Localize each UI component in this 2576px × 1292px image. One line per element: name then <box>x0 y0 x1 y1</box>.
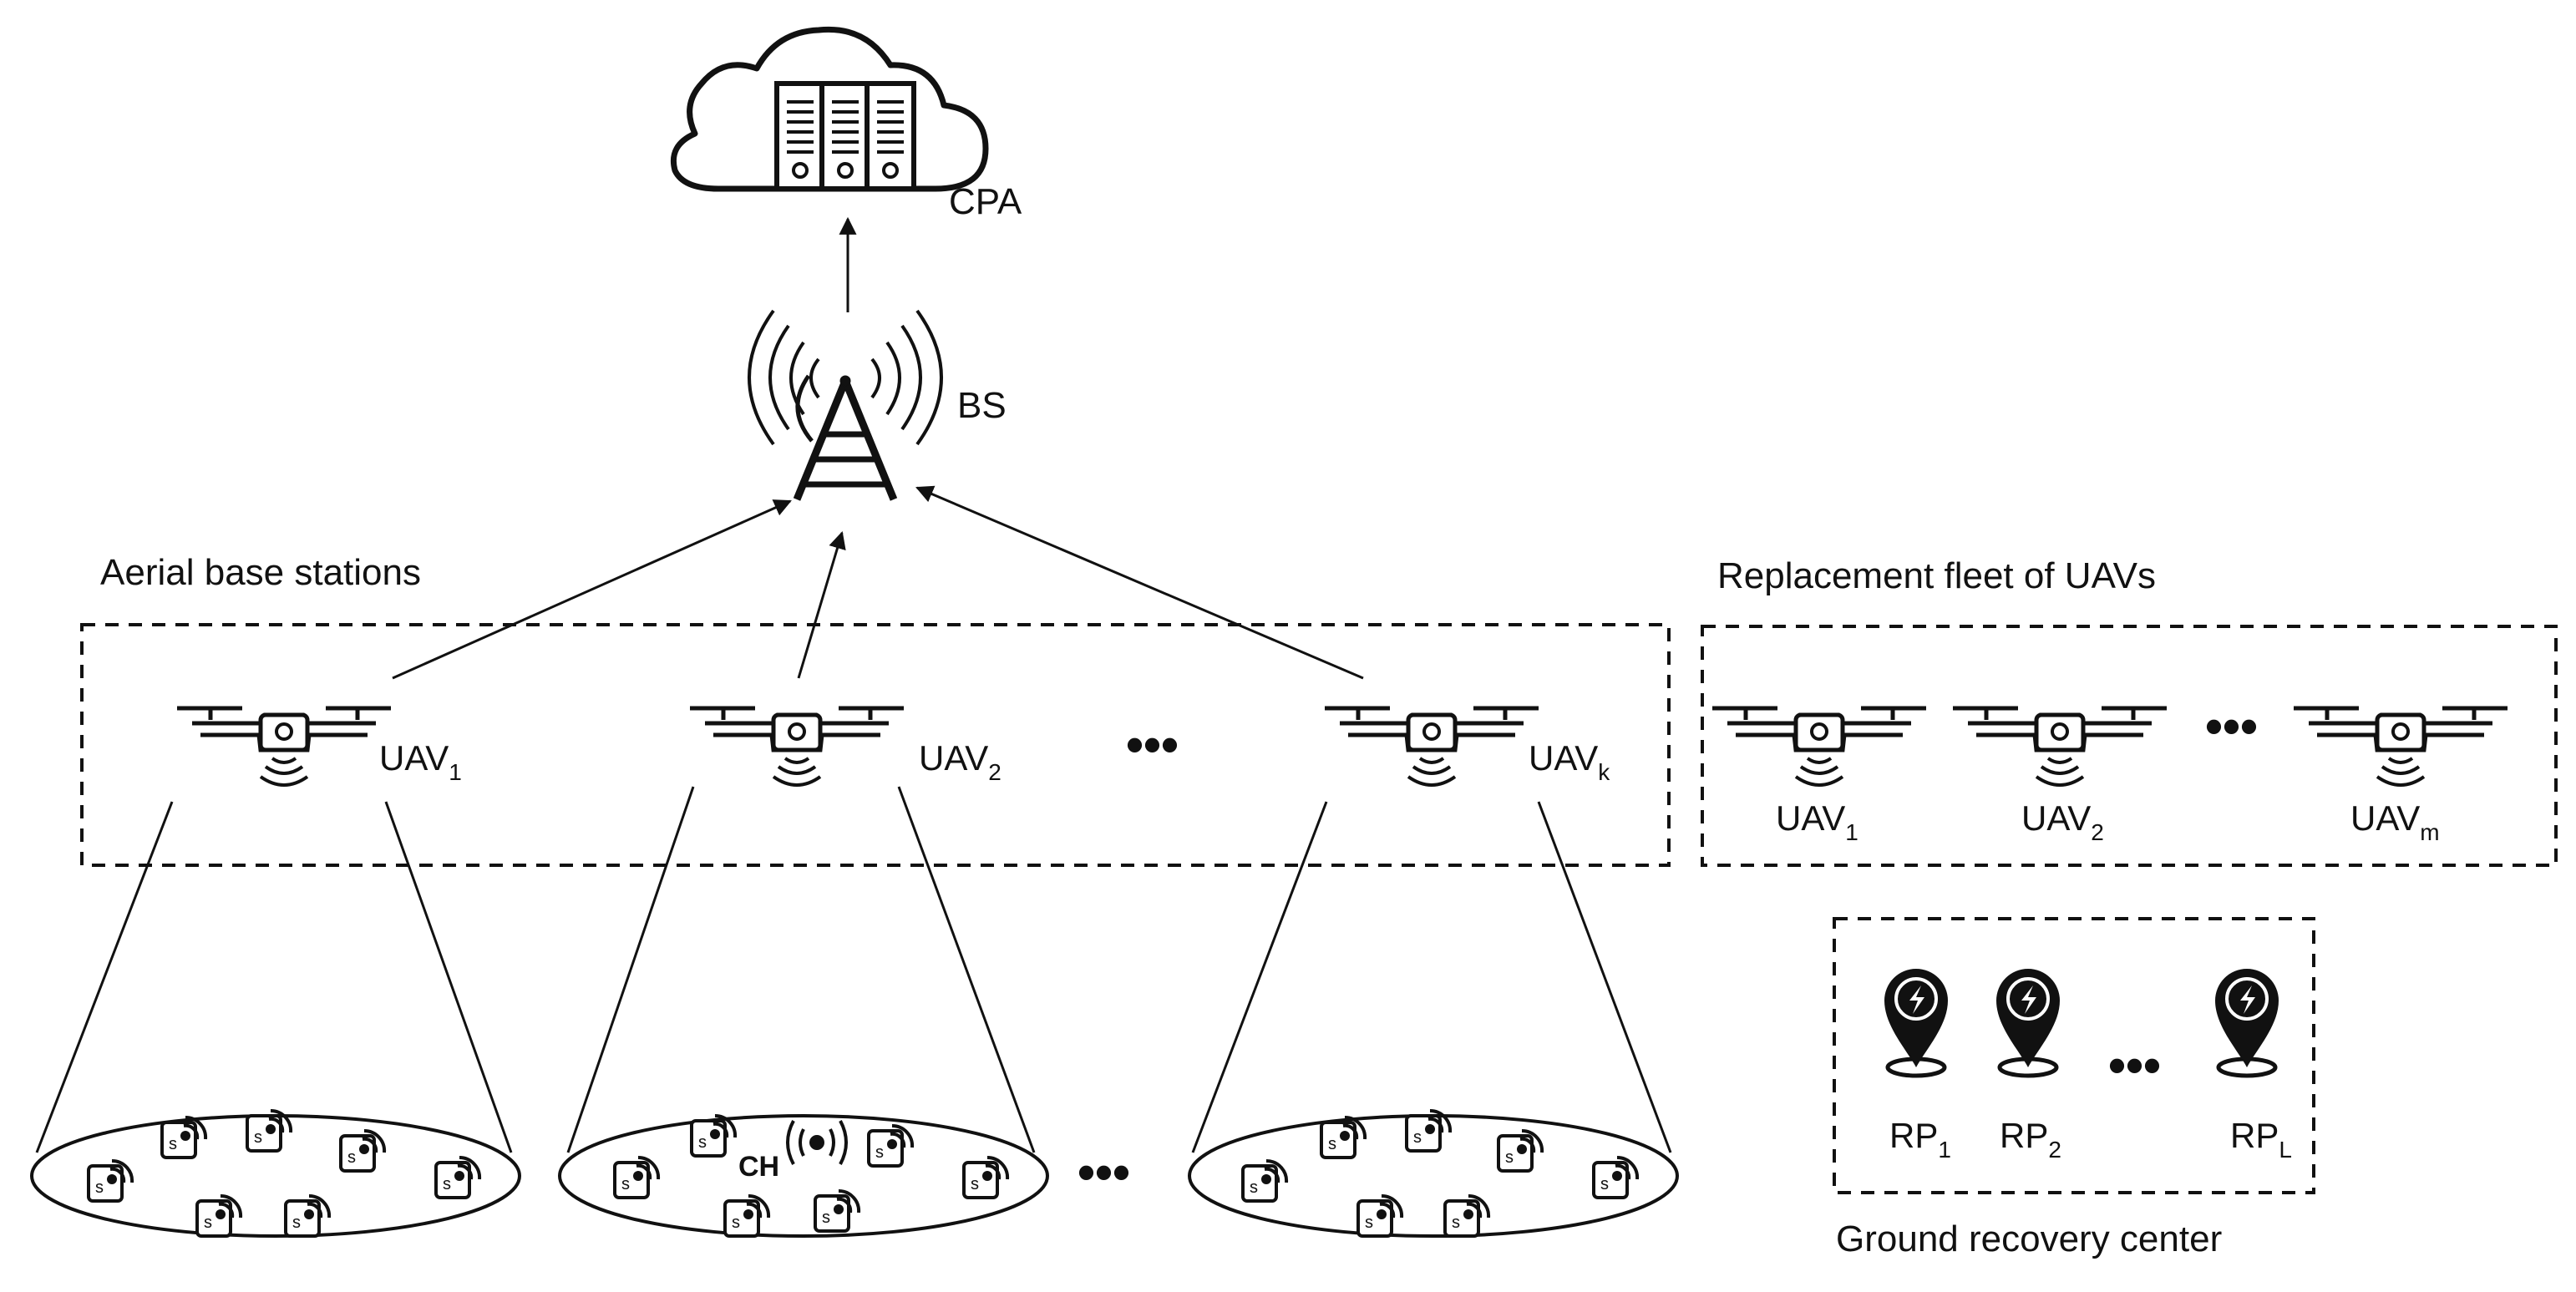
sensor-icon: s <box>195 1193 243 1238</box>
charging-pin-icon <box>2215 969 2279 1076</box>
svg-text:s: s <box>204 1213 212 1232</box>
svg-text:s: s <box>1365 1213 1373 1232</box>
cluster-head-label: CH <box>738 1151 779 1183</box>
coverage-lines <box>35 786 1672 1153</box>
cluster-head-icon <box>786 1120 848 1165</box>
replacement-uav-label-m: UAVm <box>2350 798 2440 845</box>
drone-icon <box>1953 708 2167 785</box>
cluster-ellipsis: ••• <box>1078 1144 1130 1200</box>
svg-text:s: s <box>443 1175 451 1193</box>
svg-text:s: s <box>1452 1213 1460 1232</box>
sensor-icon: s <box>1443 1193 1491 1238</box>
replacement-box <box>1701 625 2558 867</box>
uav1-to-bs-arrow <box>392 499 792 680</box>
svg-text:s: s <box>698 1133 707 1152</box>
replacement-uav-label-2: UAV2 <box>2021 798 2104 845</box>
svg-text:s: s <box>1600 1175 1609 1193</box>
sensor-icon: s <box>246 1108 293 1153</box>
cluster-2 <box>558 1114 1049 1238</box>
recovery-title: Ground recovery center <box>1836 1219 2222 1259</box>
drone-icon <box>1712 708 1926 785</box>
aerial-uav-label-2: UAV2 <box>919 738 1001 785</box>
svg-text:s: s <box>875 1143 884 1162</box>
sensor-icon: s <box>1497 1128 1544 1173</box>
drone-icon <box>2294 708 2508 785</box>
sensor-icon: s <box>1241 1158 1289 1203</box>
replacement-ellipsis: ••• <box>2205 698 2258 754</box>
sensor-icon: s <box>814 1188 861 1233</box>
sensor-icon: s <box>434 1155 482 1199</box>
tower-icon <box>748 309 943 501</box>
svg-text:s: s <box>347 1148 356 1167</box>
sensor-icon: s <box>160 1115 208 1159</box>
sensor-icon: s <box>87 1158 134 1203</box>
sensor-icon: s <box>339 1128 387 1173</box>
sensor-icon: s <box>690 1113 738 1158</box>
sensor-icon: s <box>1592 1155 1640 1199</box>
cloud-server-icon <box>671 26 989 192</box>
svg-text:s: s <box>822 1208 830 1227</box>
aerial-uav-label-k: UAVk <box>1529 738 1610 785</box>
svg-text:s: s <box>169 1135 177 1153</box>
svg-text:s: s <box>621 1175 630 1193</box>
charging-pin-icon <box>1996 969 2060 1076</box>
aerial-uav-label-1: UAV1 <box>379 738 462 785</box>
bs-label: BS <box>957 385 1007 426</box>
recovery-box <box>1833 917 2315 1194</box>
recovery-ellipsis: ••• <box>2108 1037 2161 1093</box>
sensor-icon: s <box>1405 1108 1453 1153</box>
cpa-label: CPA <box>949 181 1022 222</box>
sensor-icon: s <box>867 1123 915 1168</box>
sensor-icon: s <box>962 1155 1010 1199</box>
drone-icon <box>1325 708 1539 785</box>
aerial-ellipsis: ••• <box>1126 717 1179 773</box>
replacement-uav-label-1: UAV1 <box>1776 798 1858 845</box>
sensor-icon: s <box>613 1155 661 1199</box>
drone-icon <box>177 708 391 785</box>
rp-label-2: RP2 <box>2000 1116 2061 1163</box>
drone-icon <box>690 708 904 785</box>
uavk-to-bs-arrow <box>915 485 1364 680</box>
svg-text:s: s <box>971 1175 979 1193</box>
aerial-box <box>80 623 1671 867</box>
uav2-to-bs-arrow <box>797 530 846 679</box>
sensor-icon: s <box>1320 1115 1367 1159</box>
svg-text:s: s <box>1328 1135 1336 1153</box>
svg-text:s: s <box>292 1213 301 1232</box>
sensor-icon: s <box>284 1193 332 1238</box>
rp-label-1: RP1 <box>1889 1116 1951 1163</box>
sensor-icon: s <box>723 1193 771 1238</box>
rp-label-l: RPL <box>2230 1116 2292 1163</box>
sensor-icon: s <box>1356 1193 1404 1238</box>
replacement-title: Replacement fleet of UAVs <box>1717 555 2156 596</box>
svg-text:s: s <box>95 1178 104 1197</box>
svg-text:s: s <box>1413 1128 1422 1147</box>
svg-text:s: s <box>1505 1148 1514 1167</box>
svg-text:s: s <box>1250 1178 1258 1197</box>
svg-text:s: s <box>254 1128 262 1147</box>
svg-text:s: s <box>732 1213 740 1232</box>
charging-pin-icon <box>1884 969 1948 1076</box>
aerial-title: Aerial base stations <box>100 552 421 593</box>
